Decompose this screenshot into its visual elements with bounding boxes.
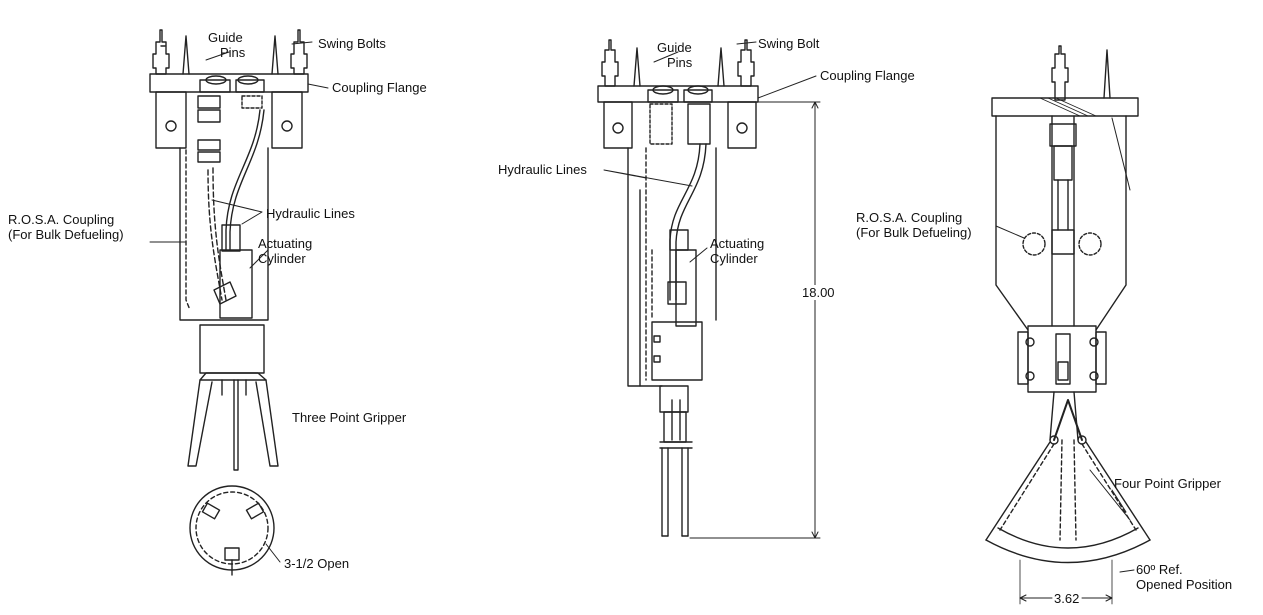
- left-actuating-cylinder: [219, 249, 253, 319]
- left-open-dimension-label: 3-1/2 Open: [284, 556, 350, 571]
- left-guide-pin-a: [182, 35, 190, 75]
- left-swing-bolts-label: Swing Bolts: [318, 36, 386, 51]
- middle-lower-housing: [651, 321, 703, 381]
- middle-leader-lines: [603, 41, 817, 263]
- right-four-point-gripper-label: Four Point Gripper: [1114, 476, 1221, 491]
- right-rosa-line-2: (For Bulk Defueling): [856, 225, 972, 240]
- right-guide-pin: [1103, 49, 1111, 99]
- left-guide-pins-line-2: Pins: [220, 45, 246, 60]
- left-actuating-cylinder-label: Actuating Cylinder: [258, 236, 312, 266]
- left-hydraulic-lines-label: Hydraulic Lines: [266, 206, 355, 221]
- right-width-dimension-label: 3.62: [1053, 591, 1081, 606]
- middle-guide-pins-line-1: Guide: [657, 40, 692, 55]
- middle-hydraulic-lines-label: Hydraulic Lines: [498, 162, 587, 177]
- left-hydraulic-lines: [225, 109, 261, 251]
- left-swing-bolt-b: [290, 29, 308, 75]
- middle-actuating-cylinder-label: Actuating Cylinder: [710, 236, 764, 266]
- left-tool-view: [149, 29, 309, 576]
- left-coupling-flange-label: Coupling Flange: [332, 80, 427, 95]
- middle-guide-pin-a: [633, 47, 641, 87]
- middle-tool-view: [597, 39, 821, 539]
- middle-guide-pins-line-2: Pins: [667, 55, 693, 70]
- right-angle-ref-label: 60º Ref. Opened Position: [1136, 562, 1232, 592]
- left-guide-pins-line-1: Guide: [208, 30, 243, 45]
- right-tool-view: [985, 45, 1151, 605]
- right-leader-lines: [995, 225, 1135, 573]
- middle-swing-bolt-b: [737, 39, 755, 87]
- middle-actuating-cylinder: [675, 249, 697, 327]
- left-three-point-gripper: [187, 379, 213, 467]
- right-angle-line-2: Opened Position: [1136, 577, 1233, 592]
- middle-height-dimension-line: [689, 101, 821, 539]
- left-actuating-line-2: Cylinder: [258, 251, 306, 266]
- left-guide-pin-b: [271, 35, 279, 75]
- middle-guide-pins-label: Guide Pins: [657, 40, 692, 70]
- right-swing-bolt: [1051, 45, 1069, 101]
- left-guide-pins-label: Guide Pins: [208, 30, 245, 60]
- middle-actuating-line-1: Actuating: [710, 236, 765, 251]
- left-leader-lines: [149, 41, 329, 563]
- middle-main-body: [627, 147, 717, 387]
- middle-swing-bolt-label: Swing Bolt: [758, 36, 820, 51]
- left-rosa-line-1: R.O.S.A. Coupling: [8, 212, 115, 227]
- left-three-point-gripper-label: Three Point Gripper: [292, 410, 407, 425]
- left-swing-bolt-a: [152, 29, 170, 75]
- left-rosa-line-2: (For Bulk Defueling): [8, 227, 124, 242]
- right-rosa-line-1: R.O.S.A. Coupling: [856, 210, 963, 225]
- right-rosa-coupling-label: R.O.S.A. Coupling (For Bulk Defueling): [856, 210, 972, 240]
- right-coupling-flange: [991, 97, 1139, 117]
- left-gripper-housing: [199, 324, 265, 374]
- left-gripper-section: [189, 485, 275, 571]
- middle-gripper-stem: [659, 385, 689, 413]
- left-main-body: [179, 147, 269, 321]
- right-four-point-gripper: [985, 441, 1151, 541]
- middle-swing-bolt-a: [601, 39, 619, 87]
- middle-actuating-line-2: Cylinder: [710, 251, 758, 266]
- right-main-body: [995, 115, 1127, 331]
- left-actuating-line-1: Actuating: [258, 236, 313, 251]
- left-coupling-flange: [149, 73, 309, 93]
- middle-height-dimension-label: 18.00: [800, 285, 837, 300]
- right-lower-housing: [1027, 325, 1097, 393]
- middle-coupling-flange-label: Coupling Flange: [820, 68, 915, 83]
- middle-guide-pin-b: [717, 47, 725, 87]
- right-angle-line-1: 60º Ref.: [1136, 562, 1183, 577]
- left-rosa-coupling-label: R.O.S.A. Coupling (For Bulk Defueling): [8, 212, 124, 242]
